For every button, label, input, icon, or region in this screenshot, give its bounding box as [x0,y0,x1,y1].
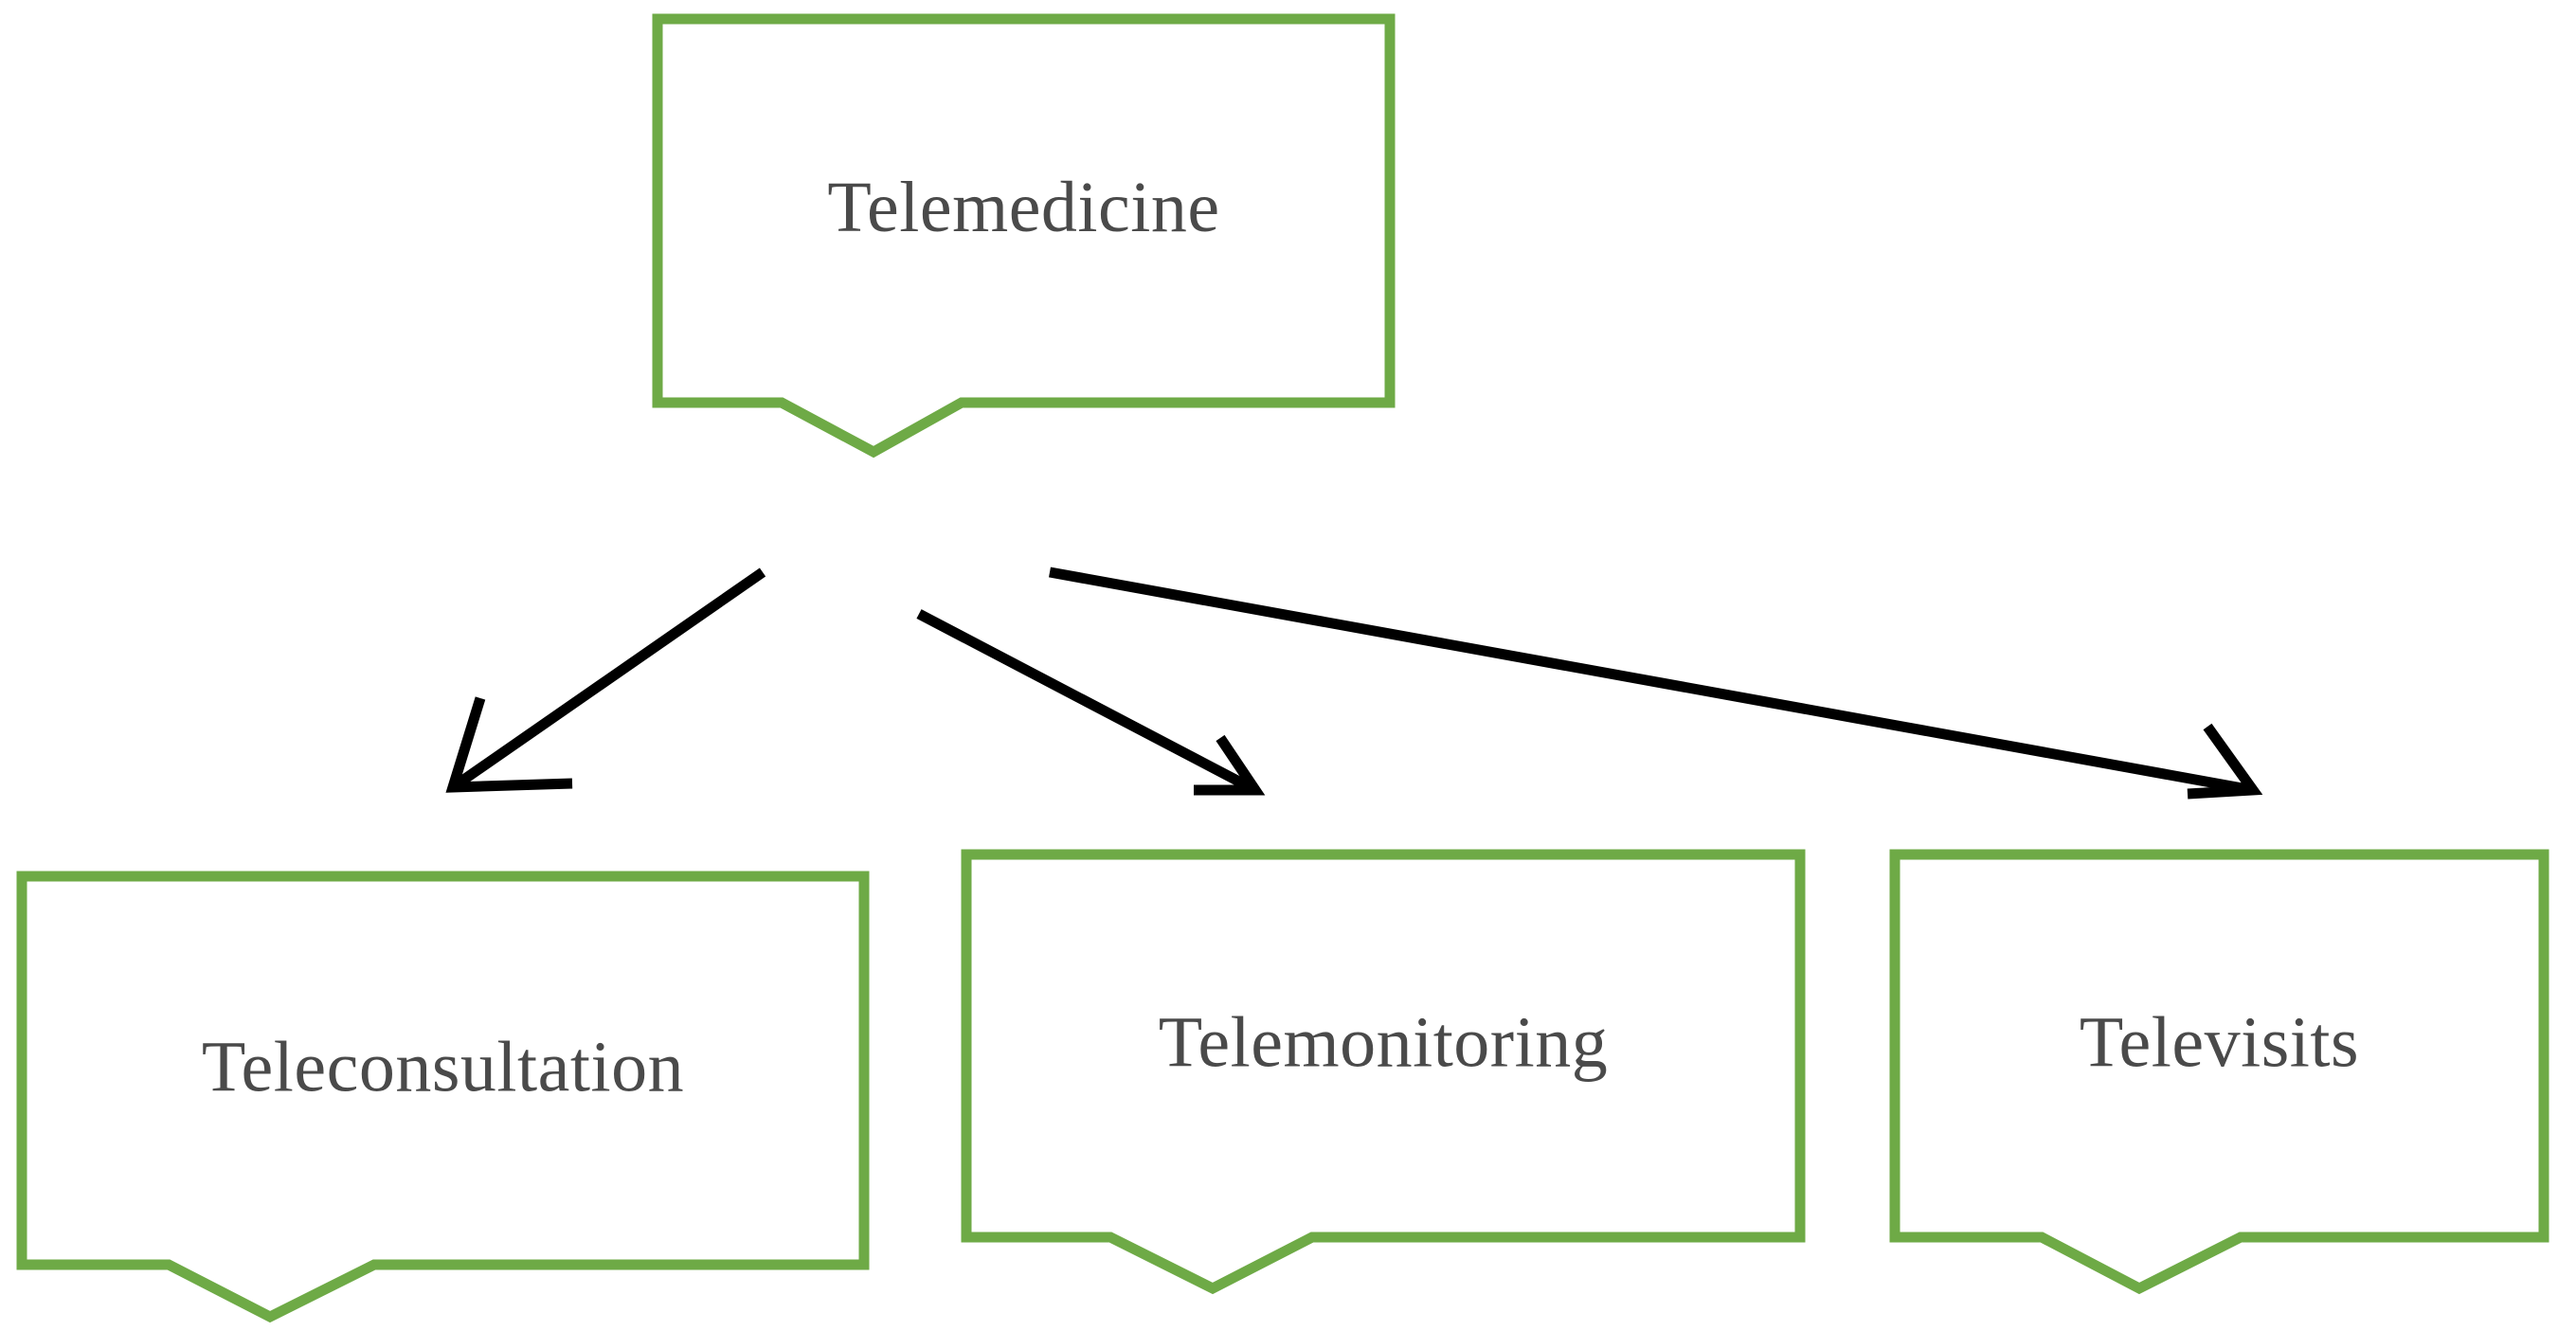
connector-line [449,567,766,792]
callout-box [16,871,870,1323]
connector-group [445,567,2263,800]
connector-telemedicine-to-teleconsultation[interactable] [445,567,766,793]
node-telemedicine[interactable]: Telemedicine [652,13,1396,459]
arrowhead-icon [2187,723,2263,800]
node-telemonitoring[interactable]: Telemonitoring [961,849,1806,1295]
connector-telemedicine-to-televisits[interactable] [1049,567,2263,800]
connector-line [916,609,1258,795]
callout-box [652,13,1396,459]
callout-box [961,849,1806,1295]
node-label: Teleconsultation [202,1027,684,1106]
node-label: Telemonitoring [1159,1002,1608,1082]
arrowhead-icon [445,696,573,793]
connector-telemedicine-to-telemonitoring[interactable] [916,609,1266,796]
node-televisits[interactable]: Televisits [1889,849,2549,1295]
arrowhead-icon [1194,734,1266,796]
callout-box [1889,849,2549,1295]
node-teleconsultation[interactable]: Teleconsultation [16,871,870,1323]
node-label: Telemedicine [827,168,1219,247]
connector-line [1049,567,2254,796]
node-label: Televisits [2080,1002,2359,1082]
